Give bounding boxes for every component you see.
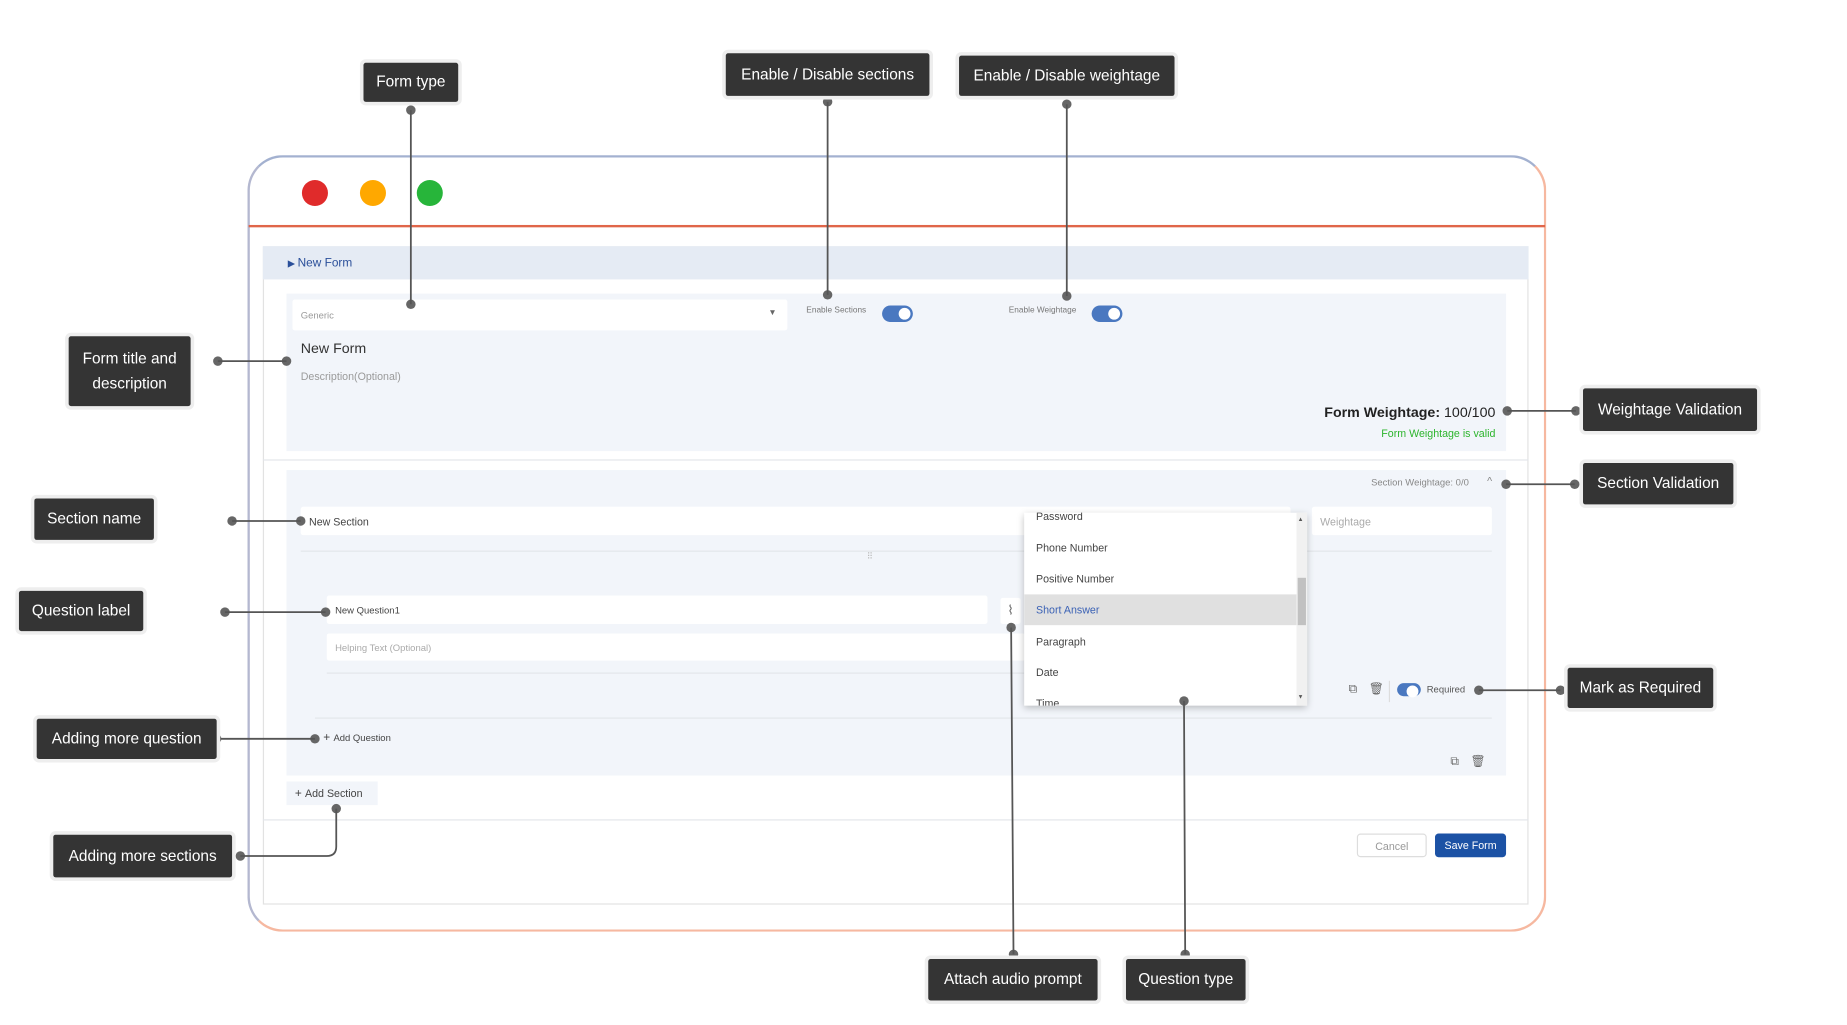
scroll-up-icon[interactable]: ▲	[1297, 516, 1304, 524]
add-question-label: Add Question	[333, 732, 391, 744]
window-maximize-button[interactable]	[416, 179, 443, 207]
window-minimize-button[interactable]	[359, 179, 386, 207]
option-positive-number[interactable]: Positive Number	[1036, 573, 1115, 585]
trash-icon[interactable]: 🗑	[1368, 683, 1384, 697]
section-weightage-input[interactable]: Weightage	[1311, 506, 1492, 536]
enable-sections-label: Enable Sections	[806, 306, 867, 315]
form-header-title: New Form	[297, 256, 353, 270]
form-description-input[interactable]: Description(Optional)	[300, 370, 401, 383]
required-label: Required	[1426, 684, 1466, 696]
add-section-label: Add Section	[305, 787, 363, 800]
divider	[314, 717, 1492, 719]
helping-text-input[interactable]: Helping Text (Optional)	[326, 633, 1026, 661]
callout-add-sections: Adding more sections	[53, 834, 233, 878]
scrollbar-thumb[interactable]	[1297, 577, 1306, 626]
form-weightage-value: 100/100	[1444, 403, 1496, 421]
form-type-select[interactable]: Generic ▼	[292, 299, 788, 331]
form-weightage-status: Form Weightage is valid	[1381, 427, 1496, 440]
form-weightage-label: Form Weightage:	[1324, 403, 1441, 421]
callout-enable-weightage: Enable / Disable weightage	[959, 55, 1175, 96]
form-weightage: Form Weightage: 100/100	[1324, 404, 1495, 421]
copy-icon[interactable]: ⧉	[1348, 683, 1358, 697]
form-type-value: Generic	[300, 310, 334, 321]
option-date[interactable]: Date	[1036, 666, 1059, 679]
copy-section-icon[interactable]: ⧉	[1450, 755, 1459, 769]
enable-weightage-toggle[interactable]	[1091, 305, 1123, 323]
caret-down-icon: ▼	[768, 309, 777, 318]
add-section-button[interactable]: + Add Section	[286, 781, 378, 806]
weightage-placeholder: Weightage	[1320, 516, 1371, 529]
callout-question-label: Question label	[18, 590, 144, 632]
divider	[326, 672, 1026, 674]
drag-handle-icon[interactable]: ⠿	[866, 552, 873, 562]
enable-sections-toggle[interactable]	[882, 305, 913, 323]
form-header[interactable]: ▶ New Form	[262, 246, 1529, 280]
callout-form-title-description: Form title and description	[68, 336, 191, 407]
callout-section-validation: Section Validation	[1583, 462, 1734, 505]
option-password[interactable]: Password	[1036, 512, 1083, 523]
plus-icon: +	[323, 731, 334, 745]
question-label-value: New Question1	[335, 605, 400, 616]
option-short-answer[interactable]: Short Answer	[1024, 594, 1297, 626]
option-phone-number[interactable]: Phone Number	[1036, 542, 1108, 555]
callout-form-type: Form type	[363, 62, 459, 102]
cancel-button[interactable]: Cancel	[1356, 833, 1427, 858]
save-form-button[interactable]: Save Form	[1435, 833, 1507, 858]
section-weightage: Section Weightage: 0/0	[1371, 477, 1469, 488]
question-label-input[interactable]: New Question1	[326, 595, 988, 624]
paperclip-icon[interactable]: ⌇	[1000, 597, 1021, 624]
callout-weightage-validation: Weightage Validation	[1583, 388, 1758, 431]
option-time[interactable]: Time	[1036, 697, 1060, 706]
divider	[1388, 680, 1391, 703]
divider	[300, 550, 1492, 552]
callout-attach-audio: Attach audio prompt	[928, 959, 1098, 1001]
caret-right-icon: ▶	[287, 258, 298, 269]
section-name-value: New Section	[309, 516, 369, 529]
callout-enable-sections: Enable / Disable sections	[725, 53, 930, 96]
divider	[262, 459, 1529, 461]
callout-section-name: Section name	[34, 498, 154, 540]
callout-question-type: Question type	[1125, 959, 1246, 1001]
scroll-down-icon[interactable]: ▼	[1297, 693, 1304, 701]
question-type-dropdown[interactable]: Password Phone Number Positive Number Sh…	[1024, 512, 1308, 706]
enable-weightage-label: Enable Weightage	[1008, 306, 1077, 315]
chevron-up-icon[interactable]: ^	[1487, 474, 1493, 487]
helping-text-placeholder: Helping Text (Optional)	[335, 642, 432, 654]
form-title-input[interactable]: New Form	[300, 339, 367, 357]
callout-mark-required: Mark as Required	[1567, 667, 1714, 709]
window-close-button[interactable]	[301, 179, 328, 207]
titlebar-divider	[248, 224, 1546, 228]
scrollbar[interactable]: ▲ ▼	[1296, 512, 1308, 706]
app-window	[247, 155, 1547, 932]
delete-section-icon[interactable]: 🗑	[1470, 755, 1486, 769]
divider	[262, 819, 1529, 821]
callout-add-question: Adding more question	[36, 718, 217, 759]
add-question-button[interactable]: + Add Question	[323, 732, 391, 745]
required-toggle[interactable]	[1397, 683, 1421, 698]
plus-icon: +	[294, 787, 306, 801]
option-paragraph[interactable]: Paragraph	[1036, 635, 1086, 648]
